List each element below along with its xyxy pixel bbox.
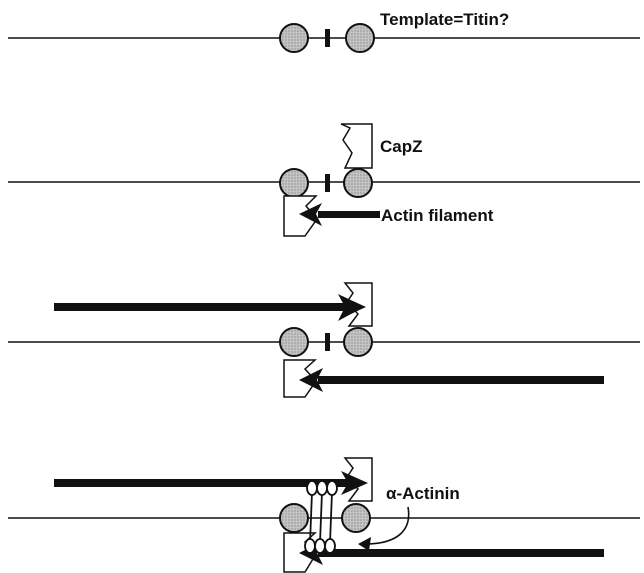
bead-right — [346, 24, 374, 52]
label-actin-filament: Actin filament — [381, 206, 494, 225]
bead-left — [280, 328, 308, 356]
bead-left — [280, 169, 308, 197]
label-alpha-actinin: α-Actinin — [386, 484, 460, 503]
bead-right — [342, 504, 370, 532]
stage-1: Template=Titin? — [8, 10, 640, 52]
stage-2: CapZ Actin filament — [8, 124, 640, 236]
pointer-arrowhead-icon — [358, 537, 371, 551]
actin-filament-bar — [318, 211, 380, 218]
stage-3 — [8, 283, 640, 397]
pointer-arrow-icon — [368, 507, 409, 544]
capz-cap-icon — [341, 124, 372, 168]
alpha-actinin-crosslinks — [305, 481, 337, 553]
actin-filament-bar — [54, 303, 350, 311]
z-tick — [325, 29, 330, 47]
actin-filament-bar — [318, 376, 604, 384]
label-capz: CapZ — [380, 137, 423, 156]
bead-left — [280, 24, 308, 52]
z-tick — [325, 333, 330, 351]
actin-filament-bar — [54, 479, 350, 487]
bead-right — [344, 169, 372, 197]
label-template: Template=Titin? — [380, 10, 509, 29]
stage-4: α-Actinin — [8, 458, 640, 572]
z-tick — [325, 174, 330, 192]
bead-left — [280, 504, 308, 532]
actin-filament-bar — [318, 549, 604, 557]
bead-right — [344, 328, 372, 356]
